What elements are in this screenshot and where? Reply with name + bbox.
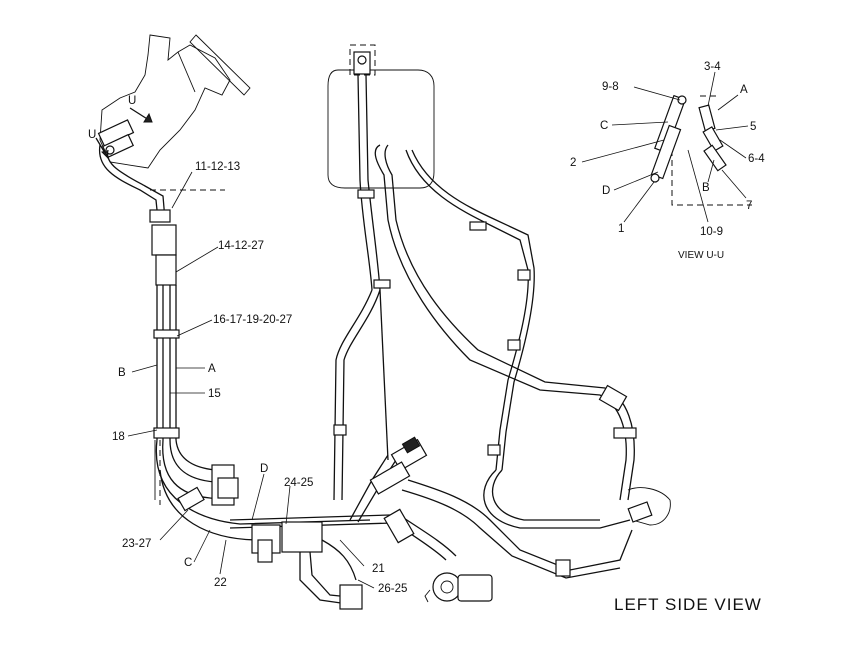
detail-callout-6-4: 6-4 [748,153,765,165]
callout-24-25: 24-25 [284,477,313,489]
detail-callout-2: 2 [570,157,576,169]
callout-c: C [184,557,192,569]
detail-callout-9-8: 9-8 [602,81,619,93]
right-loop [483,384,671,529]
left-bundle-bends [155,439,371,541]
callout-16-17-19-20-27: 16-17-19-20-27 [213,314,292,326]
console-outline [99,34,251,191]
callout-18: 18 [112,431,125,443]
solenoid-valve [369,436,633,579]
section-marker-u2: U [88,129,96,141]
view-title: LEFT SIDE VIEW [614,595,762,614]
detail-callout-d: D [602,185,610,197]
detail-callout-a: A [740,84,748,96]
valve-assembly [229,454,397,610]
detail-callout-7: 7 [746,200,752,212]
detail-view-title: VIEW U-U [678,250,724,261]
section-marker-u1: U [128,95,136,107]
callout-11-12-13: 11-12-13 [195,161,240,173]
pump-body [383,508,493,603]
callout-21: 21 [372,563,385,575]
detail-callout-3-4: 3-4 [704,61,721,73]
callouts-main: 11-12-13 14-12-27 16-17-19-20-27 A B 15 … [112,161,407,595]
callout-22: 22 [214,577,227,589]
callout-14-12-27: 14-12-27 [218,240,264,252]
callout-26-25: 26-25 [378,583,407,595]
callout-b: B [118,367,126,379]
detail-callout-1: 1 [618,223,624,235]
callout-a: A [208,363,216,375]
callout-23-27: 23-27 [122,538,151,550]
detail-callout-5: 5 [750,121,756,133]
callout-d: D [260,463,268,475]
left-hose-bundle [99,144,180,500]
tank-outline [327,44,435,189]
detail-callout-c: C [600,120,608,132]
detail-view-u-u: 9-8 3-4 C A 5 2 6-4 D B 7 1 10-9 VIEW U-… [570,61,765,261]
detail-callout-10-9: 10-9 [700,226,723,238]
callout-15: 15 [208,388,221,400]
console-fittings [97,119,135,159]
detail-callout-b: B [702,182,710,194]
hose-clamps [333,189,531,456]
